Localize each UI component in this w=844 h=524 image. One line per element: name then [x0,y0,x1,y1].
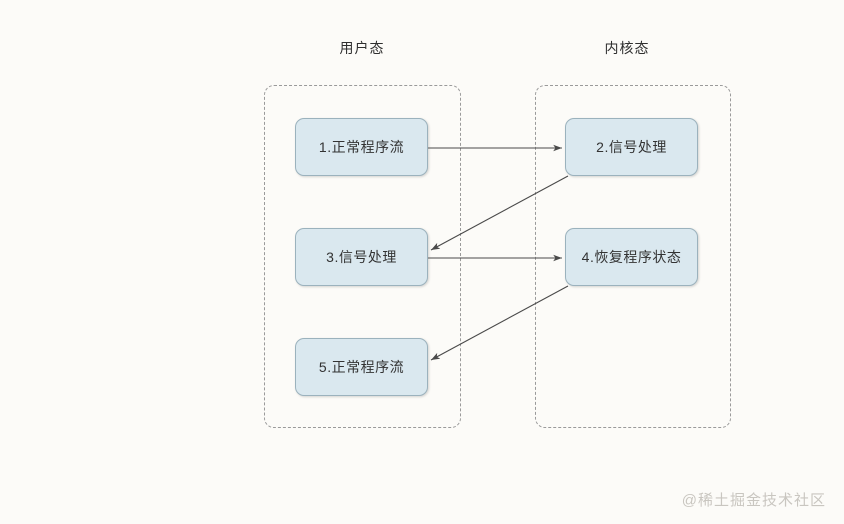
node-signal-handling-3[interactable]: 3.信号处理 [295,228,428,286]
node-normal-program-flow-1[interactable]: 1.正常程序流 [295,118,428,176]
kernel-mode-zone [535,85,731,428]
kernel-mode-title: 内核态 [604,40,650,56]
node-normal-program-flow-5[interactable]: 5.正常程序流 [295,338,428,396]
node-signal-handling-2[interactable]: 2.信号处理 [565,118,698,176]
watermark: @稀土掘金技术社区 [681,492,826,509]
user-mode-zone [264,85,461,428]
node-restore-program-state-4[interactable]: 4.恢复程序状态 [565,228,698,286]
user-mode-title: 用户态 [339,40,385,56]
